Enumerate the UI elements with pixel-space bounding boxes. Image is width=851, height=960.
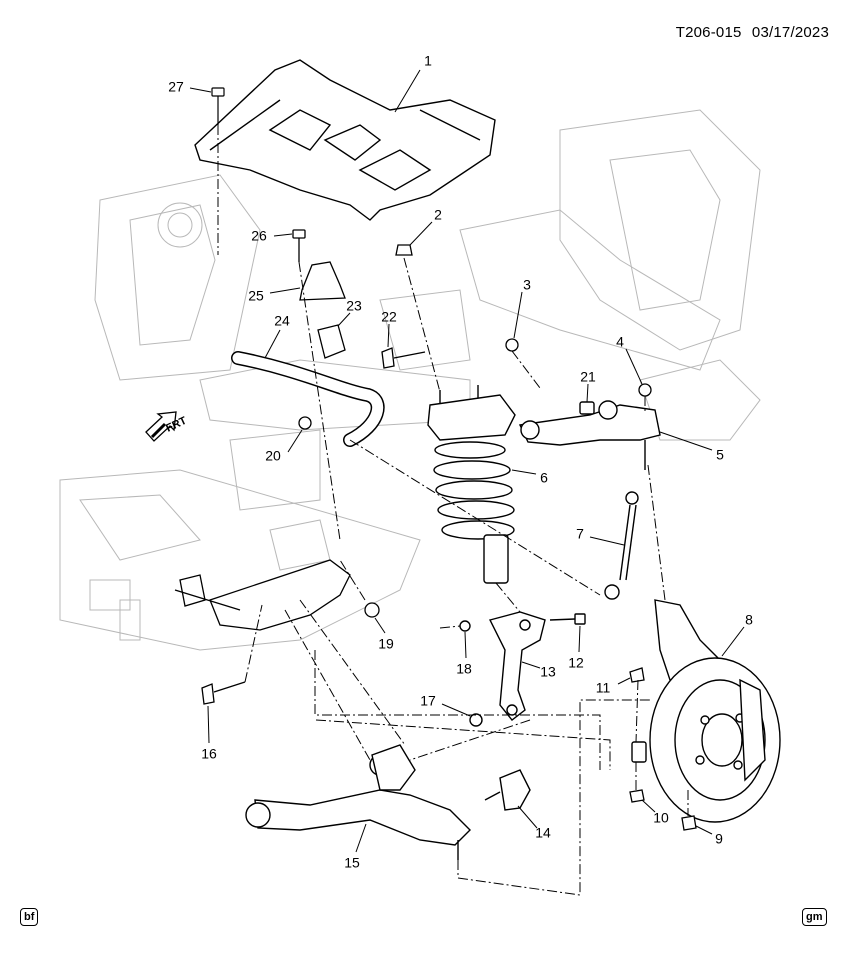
alignment-lines — [217, 125, 689, 896]
callout-labels: 1234567891011121314151617181920212223242… — [168, 53, 753, 871]
callout-6: 6 — [540, 470, 548, 486]
leader-line-27 — [189, 87, 212, 93]
lower-control-arm — [245, 744, 471, 860]
leader-line-9 — [695, 825, 713, 835]
callout-5: 5 — [716, 447, 724, 463]
nut-19 — [364, 602, 380, 618]
bolt-16 — [201, 681, 246, 705]
callout-13: 13 — [540, 664, 556, 680]
nut-4 — [638, 383, 652, 397]
callout-2: 2 — [434, 207, 442, 223]
leader-line-25 — [269, 287, 301, 294]
callout-9: 9 — [715, 831, 723, 847]
gm-logo-badge: gm — [802, 908, 827, 926]
leader-line-2 — [409, 221, 433, 246]
leader-line-3 — [513, 291, 523, 339]
knuckle-rotor-assembly — [631, 599, 781, 823]
callout-8: 8 — [745, 612, 753, 628]
bf-badge: bf — [20, 908, 39, 926]
leader-line-1 — [394, 69, 421, 113]
callout-17: 17 — [420, 693, 436, 709]
callout-20: 20 — [265, 448, 281, 464]
stabilizer-bracket-group — [292, 229, 346, 359]
leader-line-10 — [641, 799, 656, 813]
front-direction-arrow-icon: FRT — [145, 411, 189, 442]
leader-line-18 — [464, 631, 467, 659]
callout-12: 12 — [568, 655, 584, 671]
leader-line-4 — [625, 348, 643, 385]
ball-joint — [484, 769, 531, 811]
leader-line-22 — [387, 323, 390, 348]
leader-line-6 — [511, 469, 537, 475]
leader-line-11 — [617, 677, 631, 685]
callout-25: 25 — [248, 288, 264, 304]
callout-22: 22 — [381, 309, 397, 325]
leader-line-21 — [586, 383, 589, 403]
callout-leaders — [189, 69, 745, 853]
leader-line-5 — [659, 431, 713, 451]
knuckle-bracket-group — [459, 611, 586, 727]
callout-4: 4 — [616, 334, 624, 350]
leader-line-8 — [721, 626, 745, 657]
fasteners-knuckle — [629, 667, 697, 831]
callout-3: 3 — [523, 277, 531, 293]
subframe-steering-gear — [174, 559, 351, 631]
callout-27: 27 — [168, 79, 184, 95]
leader-line-7 — [589, 536, 625, 546]
document-id: T206-015 03/17/2023 — [676, 24, 829, 41]
leader-line-23 — [337, 312, 351, 327]
callout-19: 19 — [378, 636, 394, 652]
callout-16: 16 — [201, 746, 217, 762]
callout-21: 21 — [580, 369, 596, 385]
doc-date: 03/17/2023 — [751, 24, 829, 41]
leader-line-24 — [264, 329, 281, 359]
callout-15: 15 — [344, 855, 360, 871]
doc-code: T206-015 — [675, 24, 742, 41]
callout-7: 7 — [576, 526, 584, 542]
callout-11: 11 — [596, 680, 611, 696]
leader-line-13 — [521, 661, 541, 669]
vehicle-body-background — [59, 109, 761, 651]
callout-24: 24 — [274, 313, 290, 329]
callout-26: 26 — [251, 228, 267, 244]
leader-line-20 — [287, 429, 303, 453]
leader-line-14 — [517, 805, 538, 829]
callout-18: 18 — [456, 661, 472, 677]
leader-line-12 — [578, 625, 581, 653]
upper-control-arm — [518, 400, 661, 470]
strut-assembly — [427, 385, 516, 584]
leader-line-15 — [355, 823, 367, 853]
nut-20 — [298, 416, 312, 430]
leader-line-26 — [273, 233, 293, 237]
callout-23: 23 — [346, 298, 362, 314]
callout-14: 14 — [535, 825, 551, 841]
leader-line-17 — [441, 703, 471, 717]
callout-1: 1 — [424, 53, 432, 69]
leader-line-19 — [374, 617, 386, 634]
crossmember-part — [194, 59, 496, 221]
bolt-27 — [211, 87, 225, 125]
stabilizer-link — [604, 491, 639, 600]
leader-line-16 — [207, 705, 210, 744]
callout-10: 10 — [653, 810, 669, 826]
